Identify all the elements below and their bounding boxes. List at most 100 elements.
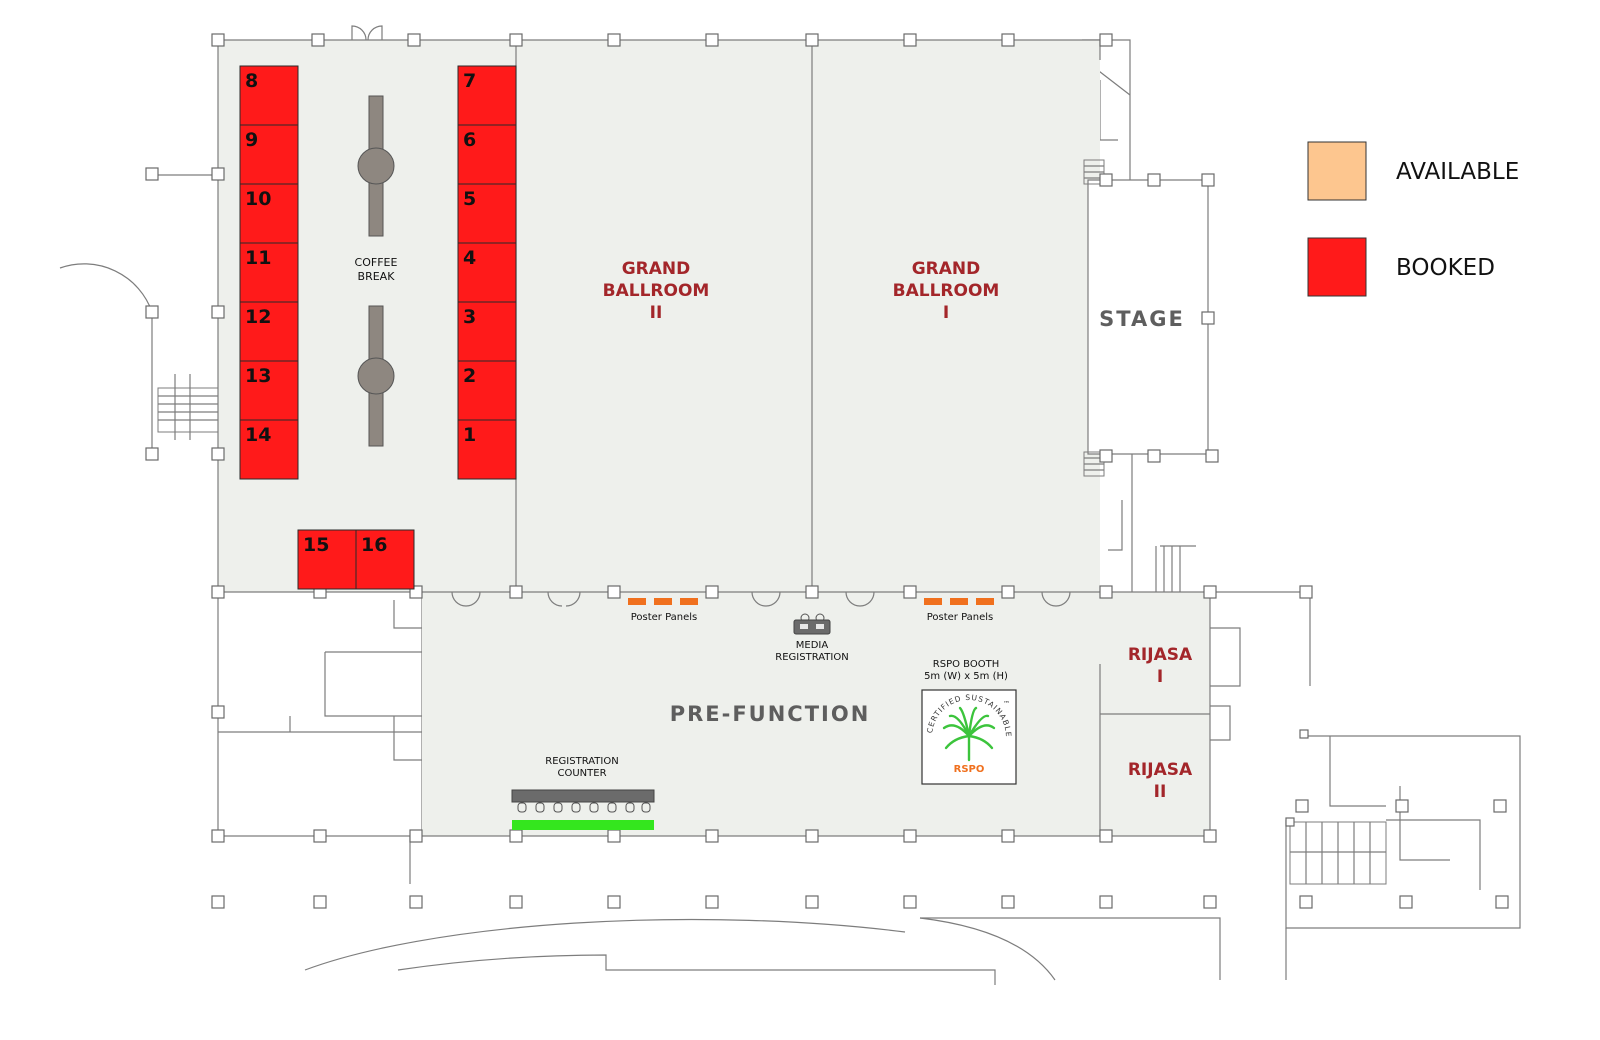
booth-cell[interactable]	[457, 124, 517, 185]
booth-8[interactable]: 8	[239, 65, 299, 126]
booth-12[interactable]: 12	[239, 301, 299, 362]
ballroom-1-label-1: GRAND	[912, 259, 981, 279]
poster-panels-left-label: Poster Panels	[631, 612, 698, 623]
booth-cell[interactable]	[297, 529, 357, 590]
registration-green-bar	[512, 820, 654, 830]
columns	[145, 33, 1509, 909]
poster-panels-right-label: Poster Panels	[927, 612, 994, 623]
booth-11[interactable]: 11	[239, 242, 299, 303]
poster-panel	[628, 598, 646, 605]
registration-counter-label-1: REGISTRATION	[545, 756, 618, 767]
booth-6[interactable]: 6	[457, 124, 517, 185]
booth-number: 11	[245, 247, 271, 269]
rijasa-1-label-2: I	[1157, 667, 1163, 687]
legend-available-swatch	[1307, 141, 1367, 201]
booths: 8 9 10 11 12 13 14 7 6 5 4 3 2 1 15 16	[239, 65, 517, 590]
booth-number: 16	[361, 534, 387, 556]
booth-cell[interactable]	[457, 419, 517, 480]
booth-cell[interactable]	[457, 242, 517, 303]
poster-panel	[680, 598, 698, 605]
booth-cell[interactable]	[239, 183, 299, 244]
media-registration: MEDIA REGISTRATION	[775, 613, 849, 663]
booth-cell[interactable]	[457, 183, 517, 244]
booth-number: 4	[463, 247, 476, 269]
booth-2[interactable]: 2	[457, 360, 517, 421]
booth-cell[interactable]	[239, 360, 299, 421]
booth-number: 9	[245, 129, 258, 151]
booth-cell[interactable]	[239, 301, 299, 362]
room-labels: GRAND BALLROOM II GRAND BALLROOM I STAGE…	[603, 259, 1193, 802]
coffee-break-station: COFFEE BREAK	[355, 95, 398, 447]
floor-areas	[218, 40, 1210, 836]
prefunction-label: PRE-FUNCTION	[670, 702, 871, 726]
booth-number: 13	[245, 365, 271, 387]
booth-5[interactable]: 5	[457, 183, 517, 244]
booth-7[interactable]: 7	[457, 65, 517, 126]
media-registration-label-2: REGISTRATION	[775, 652, 848, 663]
rspo-booth-label-1: RSPO BOOTH	[933, 659, 999, 670]
booth-number: 5	[463, 188, 476, 210]
poster-panel	[976, 598, 994, 605]
coffee-table-round-top	[357, 147, 395, 185]
poster-panel	[654, 598, 672, 605]
booth-number: 10	[245, 188, 271, 210]
booth-number: 7	[463, 70, 476, 92]
stage-floor	[1088, 180, 1208, 454]
ballroom-2-label-3: II	[650, 303, 663, 323]
booth-cell[interactable]	[355, 529, 415, 590]
booth-number: 15	[303, 534, 329, 556]
booth-1[interactable]: 1	[457, 419, 517, 480]
coffee-break-label-1: COFFEE	[355, 256, 398, 269]
booth-3[interactable]: 3	[457, 301, 517, 362]
registration-desk	[511, 789, 655, 803]
rspo-trademark: ™	[1003, 700, 1010, 708]
poster-panel	[950, 598, 968, 605]
media-desk-icon	[793, 619, 831, 635]
booth-cell[interactable]	[239, 124, 299, 185]
media-registration-label-1: MEDIA	[796, 640, 829, 651]
legend-booked-swatch	[1307, 237, 1367, 297]
ballroom-2-label-2: BALLROOM	[603, 281, 710, 301]
legend: AVAILABLE BOOKED	[1307, 141, 1519, 297]
booth-number: 3	[463, 306, 476, 328]
poster-panel	[924, 598, 942, 605]
doors	[351, 25, 1071, 607]
ballroom-2-label-1: GRAND	[622, 259, 691, 279]
booth-4[interactable]: 4	[457, 242, 517, 303]
booth-number: 2	[463, 365, 476, 387]
stage-label: STAGE	[1099, 307, 1185, 331]
ballroom-1-label-2: BALLROOM	[893, 281, 1000, 301]
rspo-brand: RSPO	[954, 764, 985, 775]
coffee-break-label-2: BREAK	[358, 270, 396, 283]
palm-icon	[942, 706, 996, 762]
booth-15[interactable]: 15	[297, 529, 357, 590]
booth-13[interactable]: 13	[239, 360, 299, 421]
registration-counter: REGISTRATION COUNTER	[511, 756, 655, 830]
booth-number: 6	[463, 129, 476, 151]
rspo-booth-label-2: 5m (W) x 5m (H)	[924, 671, 1008, 682]
booth-number: 12	[245, 306, 271, 328]
main-hall-floor	[218, 40, 1100, 592]
booth-cell[interactable]	[239, 65, 299, 126]
rijasa-1-label-1: RIJASA	[1128, 645, 1193, 665]
poster-panels: Poster Panels Poster Panels	[628, 598, 994, 623]
booth-cell[interactable]	[457, 65, 517, 126]
booth-number: 8	[245, 70, 258, 92]
registration-seats	[517, 802, 651, 813]
legend-available-label: AVAILABLE	[1396, 159, 1519, 185]
legend-booked-label: BOOKED	[1396, 255, 1495, 281]
rijasa-2-label-2: II	[1154, 782, 1167, 802]
booth-number: 14	[245, 424, 271, 446]
booth-9[interactable]: 9	[239, 124, 299, 185]
booth-cell[interactable]	[457, 360, 517, 421]
ballroom-1-label-3: I	[943, 303, 949, 323]
booth-10[interactable]: 10	[239, 183, 299, 244]
booth-14[interactable]: 14	[239, 419, 299, 480]
booth-cell[interactable]	[239, 419, 299, 480]
rijasa-2-label-1: RIJASA	[1128, 760, 1193, 780]
booth-16[interactable]: 16	[355, 529, 415, 590]
coffee-table-round-bottom	[357, 357, 395, 395]
registration-counter-label-2: COUNTER	[557, 768, 606, 779]
booth-number: 1	[463, 424, 476, 446]
